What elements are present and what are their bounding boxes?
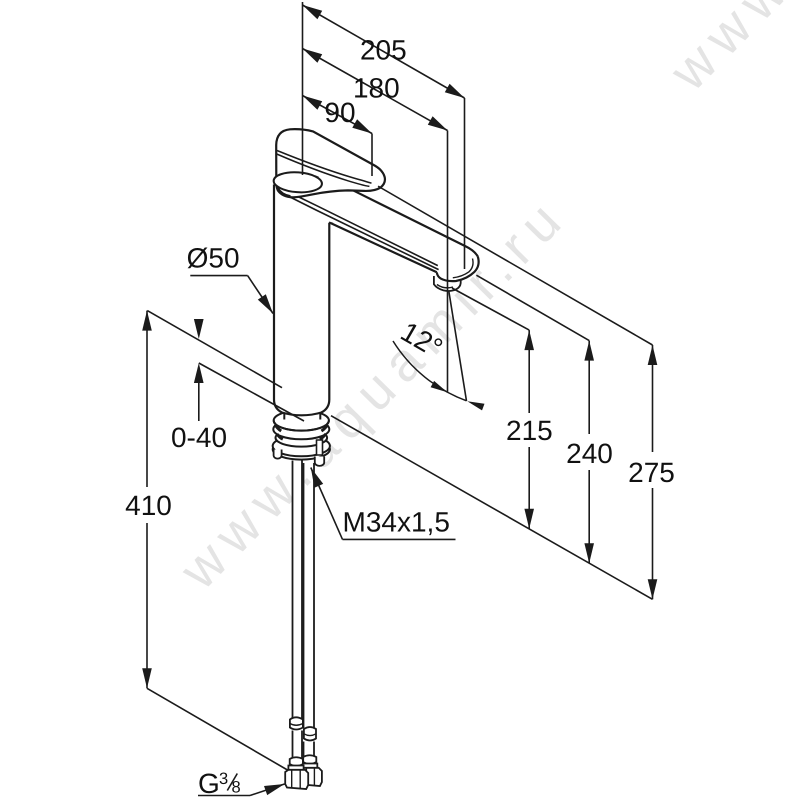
svg-text:8: 8 <box>232 779 241 797</box>
svg-text:205: 205 <box>360 35 407 66</box>
svg-text:0-40: 0-40 <box>171 422 227 453</box>
svg-text:M34x1,5: M34x1,5 <box>343 507 450 538</box>
svg-text:410: 410 <box>125 490 172 521</box>
svg-text:275: 275 <box>628 457 675 488</box>
svg-text:215: 215 <box>506 415 553 446</box>
svg-text:240: 240 <box>566 438 613 469</box>
svg-text:180: 180 <box>353 73 400 104</box>
svg-text:Ø50: Ø50 <box>187 243 240 274</box>
svg-text:3: 3 <box>219 770 228 788</box>
svg-text:G: G <box>198 768 220 799</box>
svg-text:90: 90 <box>324 97 355 128</box>
